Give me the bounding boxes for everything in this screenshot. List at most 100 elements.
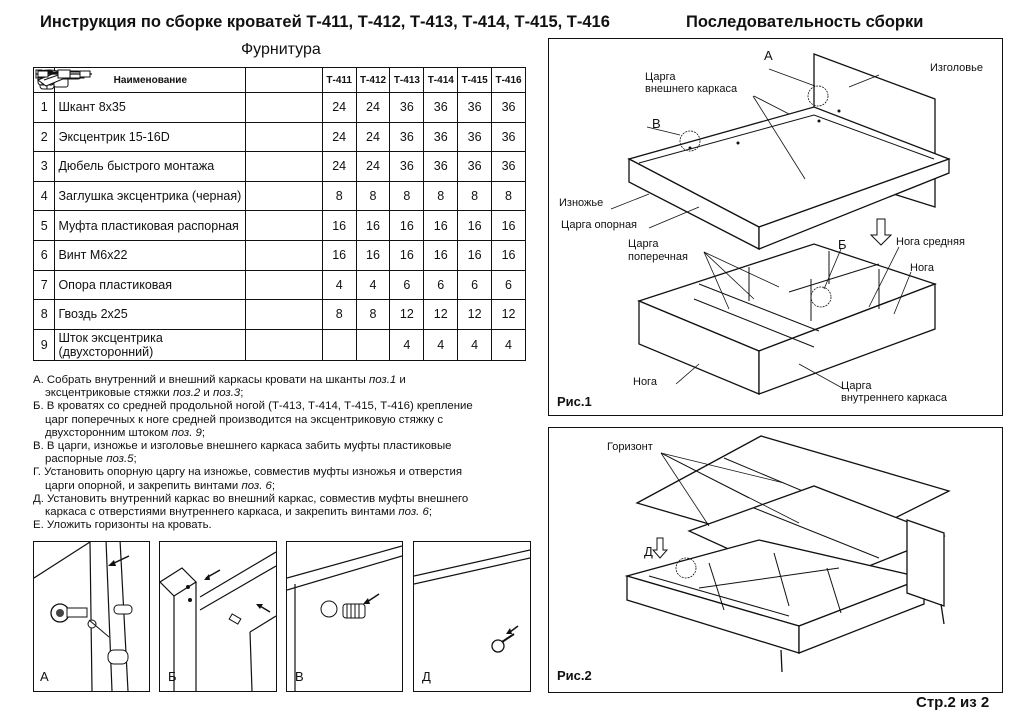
row-quantity: 4	[457, 328, 493, 361]
row-quantity: 16	[491, 239, 526, 271]
row-number: 3	[32, 151, 56, 182]
col-t411: Т-411	[321, 67, 357, 93]
detail-panel-a: А	[33, 541, 150, 692]
row-quantity: 6	[389, 269, 425, 301]
row-name: Шкант 8х35	[54, 92, 247, 123]
row-quantity: 16	[321, 239, 357, 271]
row-quantity: 36	[423, 151, 459, 182]
step-b: Б. В кроватях со средней продольной ного…	[33, 400, 473, 413]
row-number: 4	[32, 180, 56, 212]
detail-v-drawing	[287, 545, 402, 691]
row-number: 7	[32, 269, 56, 301]
double-rod-icon	[35, 69, 323, 361]
table-header-row: № Наименование Т-411 Т-412 Т-413 Т-414 Т…	[32, 67, 526, 93]
figure-2-drawing	[624, 435, 951, 673]
step-d: Д. Установить внутренний каркас во внешн…	[33, 492, 469, 505]
row-quantity: 4	[389, 328, 425, 361]
step-e: Е. Уложить горизонты на кровать.	[33, 519, 212, 532]
row-quantity: 16	[355, 210, 391, 241]
fig1-label-outer-rail-2: внешнего каркаса	[645, 83, 738, 95]
row-quantity: 24	[355, 121, 391, 153]
fig1-label-b: В	[652, 116, 661, 131]
row-quantity: 8	[355, 299, 391, 330]
col-t413: Т-413	[389, 67, 425, 93]
detail-panel-v: В	[286, 541, 403, 692]
row-quantity: 6	[423, 269, 459, 301]
col-image	[245, 67, 323, 93]
row-quantity: 4	[423, 328, 459, 361]
fig1-label-leg: Нога	[910, 262, 934, 274]
col-t416: Т-416	[491, 67, 526, 93]
row-quantity: 24	[355, 92, 391, 123]
row-quantity: 36	[491, 92, 526, 123]
row-quantity: 36	[457, 121, 493, 153]
step-a-cont: эксцентриковые стяжки поз.2 и поз.3;	[45, 387, 244, 400]
row-name: Муфта пластиковая распорная	[54, 210, 247, 241]
detail-d-label: Д	[422, 669, 431, 684]
row-quantity: 12	[457, 299, 493, 330]
row-quantity: 8	[491, 180, 526, 212]
row-number: 5	[32, 210, 56, 241]
fig2-label-horizon: Горизонт	[607, 441, 653, 453]
row-quantity: 8	[457, 180, 493, 212]
nail-icon	[38, 69, 323, 330]
detail-panel-d: Д	[413, 541, 531, 692]
row-quantity: 12	[491, 299, 526, 330]
row-name: Дюбель быстрого монтажа	[54, 151, 247, 182]
fig1-label-footboard: Изножье	[559, 197, 604, 209]
fig1-label-inner-rail-1: Царга	[841, 380, 872, 392]
page-number: Стр.2 из 2	[916, 694, 990, 711]
assembly-steps: А. Собрать внутренний и внешний каркасы …	[33, 374, 523, 532]
row-quantity: 36	[457, 92, 493, 123]
fig1-label-vb: Б	[838, 237, 847, 252]
row-quantity: 16	[423, 210, 459, 241]
row-quantity: 36	[457, 151, 493, 182]
col-t414: Т-414	[423, 67, 459, 93]
fig1-label-headboard: Изголовье	[930, 62, 983, 74]
row-quantity: 24	[321, 151, 357, 182]
screw-icon	[35, 69, 323, 271]
figure-1-drawing	[610, 53, 951, 395]
fig1-label-a: А	[764, 48, 773, 63]
row-quantity: 16	[321, 210, 357, 241]
fig1-label-cross-rail-2: поперечная	[628, 251, 688, 263]
detail-b-drawing	[160, 551, 276, 691]
row-quantity: 12	[389, 299, 425, 330]
row-quantity: 36	[491, 121, 526, 153]
row-quantity: 8	[355, 180, 391, 212]
row-quantity: 36	[423, 92, 459, 123]
row-number: 9	[32, 328, 56, 361]
fig1-label-middle-leg: Нога средняя	[896, 236, 965, 248]
step-d-cont: каркаса с отверстиями внутреннего каркас…	[45, 506, 432, 519]
row-quantity	[355, 328, 391, 361]
row-quantity: 36	[423, 121, 459, 153]
step-a: А. Собрать внутренний и внешний каркасы …	[33, 374, 406, 386]
detail-a-drawing	[34, 542, 133, 691]
step-b-cont: царг поперечных к ноге средней производи…	[45, 413, 444, 426]
step-b-cont2: двухсторонним штоком поз. 9;	[45, 426, 206, 439]
row-name: Опора пластиковая	[54, 269, 247, 301]
fig2-label-d: Д	[644, 544, 653, 559]
row-quantity: 16	[389, 210, 425, 241]
row-number: 1	[32, 92, 56, 123]
row-number: 2	[32, 121, 56, 153]
row-quantity: 16	[423, 239, 459, 271]
row-quantity: 16	[355, 239, 391, 271]
col-t415: Т-415	[457, 67, 493, 93]
step-v-cont: распорные поз.5;	[45, 453, 137, 466]
hardware-table: № Наименование Т-411 Т-412 Т-413 Т-414 Т…	[32, 67, 526, 361]
detail-a-label: А	[40, 669, 49, 684]
quick-dowel-icon	[35, 70, 323, 182]
row-quantity: 6	[491, 269, 526, 301]
plastic-sleeve-icon	[37, 70, 323, 241]
row-quantity: 24	[355, 151, 391, 182]
row-quantity: 36	[389, 151, 425, 182]
row-quantity: 8	[423, 180, 459, 212]
row-quantity: 36	[491, 151, 526, 182]
fig1-label-outer-rail-1: Царга	[645, 71, 676, 83]
eccentric-icon	[39, 70, 323, 153]
